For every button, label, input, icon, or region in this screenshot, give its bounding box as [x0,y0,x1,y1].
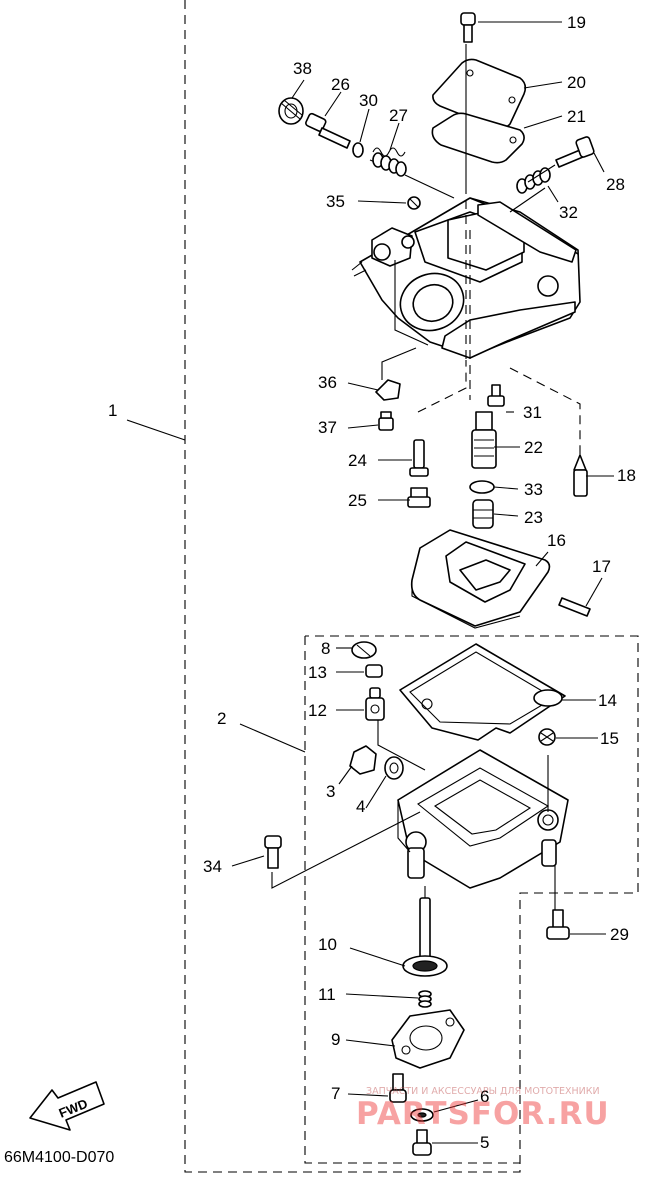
callout-6: 6 [480,1087,489,1106]
diagram-code: 66M4100-D070 [4,1149,114,1166]
part-10-plunger[interactable] [402,897,448,977]
part-5-screw[interactable] [412,1129,432,1156]
callout-2: 2 [217,709,226,728]
assembly-1-boundary [184,0,639,1173]
callout-29: 29 [610,925,629,944]
callout-1: 1 [108,401,117,420]
part-9-cover[interactable] [391,1009,465,1069]
callout-leaders [126,21,614,1144]
part-38-cap[interactable] [278,97,304,125]
callout-4: 4 [356,797,365,816]
callout-10: 10 [318,935,337,954]
part-3-drain-plug[interactable] [349,745,377,775]
part-15-filter[interactable] [538,728,556,746]
part-21-gasket[interactable] [431,112,525,164]
part-18-needle-valve[interactable] [573,454,588,497]
callout-14: 14 [598,691,617,710]
part-34-screw[interactable] [264,835,282,869]
callout-23: 23 [524,508,543,527]
callout-34: 34 [203,857,222,876]
assembly-2-boundary [304,636,520,1164]
part-30-o-ring[interactable] [352,142,364,158]
reference-lines [271,44,581,910]
watermark-caption: ЗАПЧАСТИ И АКСЕССУАРЫ ДЛЯ МОТОТЕХНИКИ [366,1086,600,1097]
part-6-washer[interactable] [410,1108,434,1122]
callout-15: 15 [600,729,619,748]
part-24-pilot-jet[interactable] [409,439,429,477]
callout-31: 31 [523,403,542,422]
callout-16: 16 [547,531,566,550]
part-7-screw[interactable] [389,1073,407,1103]
callout-28: 28 [606,175,625,194]
callout-27: 27 [389,106,408,125]
part-37-screw[interactable] [378,411,394,431]
callout-17: 17 [592,557,611,576]
fwd-arrow-icon: FWD [29,1081,105,1131]
watermark: ЗАПЧАСТИ И АКСЕССУАРЫ ДЛЯ МОТОТЕХНИКИ PA… [356,1086,610,1132]
callout-9: 9 [331,1030,340,1049]
callout-25: 25 [348,491,367,510]
part-25-plug[interactable] [407,487,431,508]
part-35-screw[interactable] [407,196,421,210]
part-26-pilot-screw[interactable] [305,112,351,149]
callout-26: 26 [331,75,350,94]
callout-37: 37 [318,418,337,437]
callout-11: 11 [318,985,336,1004]
callout-20: 20 [567,73,586,92]
callout-30: 30 [359,91,378,110]
part-16-float[interactable] [410,529,551,629]
part-28-throttle-stop-screw[interactable] [555,136,595,168]
callout-38: 38 [293,59,312,78]
part-23-main-jet[interactable] [472,499,494,529]
callout-36: 36 [318,373,337,392]
part-14-gasket[interactable] [399,643,566,741]
part-29-screw[interactable] [546,909,570,940]
part-19-screw[interactable] [460,12,476,43]
part-12-fitting[interactable] [365,687,385,721]
callout-5: 5 [480,1133,489,1152]
callout-13: 13 [308,663,327,682]
callout-21: 21 [567,107,586,126]
callout-19: 19 [567,13,586,32]
part-22-main-nozzle[interactable] [471,411,497,469]
callout-32: 32 [559,203,578,222]
part-13-jet[interactable] [365,664,383,678]
part-33-o-ring[interactable] [469,480,495,494]
part-36-plate[interactable] [375,379,401,401]
callout-33: 33 [524,480,543,499]
callout-22: 22 [524,438,543,457]
callout-3: 3 [326,782,335,801]
part-20-cover[interactable] [432,58,527,130]
part-27-spring[interactable] [369,147,407,177]
callout-35: 35 [326,192,345,211]
watermark-brand: PARTSFOR.RU [356,1096,610,1132]
part-17-pin[interactable] [558,597,591,617]
float-chamber [397,749,569,889]
callout-labels: 1 2 3 4 5 6 7 8 9 10 11 12 13 14 15 16 1… [108,13,636,1152]
callout-18: 18 [617,466,636,485]
callout-12: 12 [308,701,327,720]
callout-7: 7 [331,1084,340,1103]
part-31-screw[interactable] [487,384,505,407]
callout-24: 24 [348,451,367,470]
part-8-cap[interactable] [351,641,377,659]
part-11-spring[interactable] [418,990,432,1008]
part-4-washer[interactable] [384,756,404,780]
callout-8: 8 [321,639,330,658]
